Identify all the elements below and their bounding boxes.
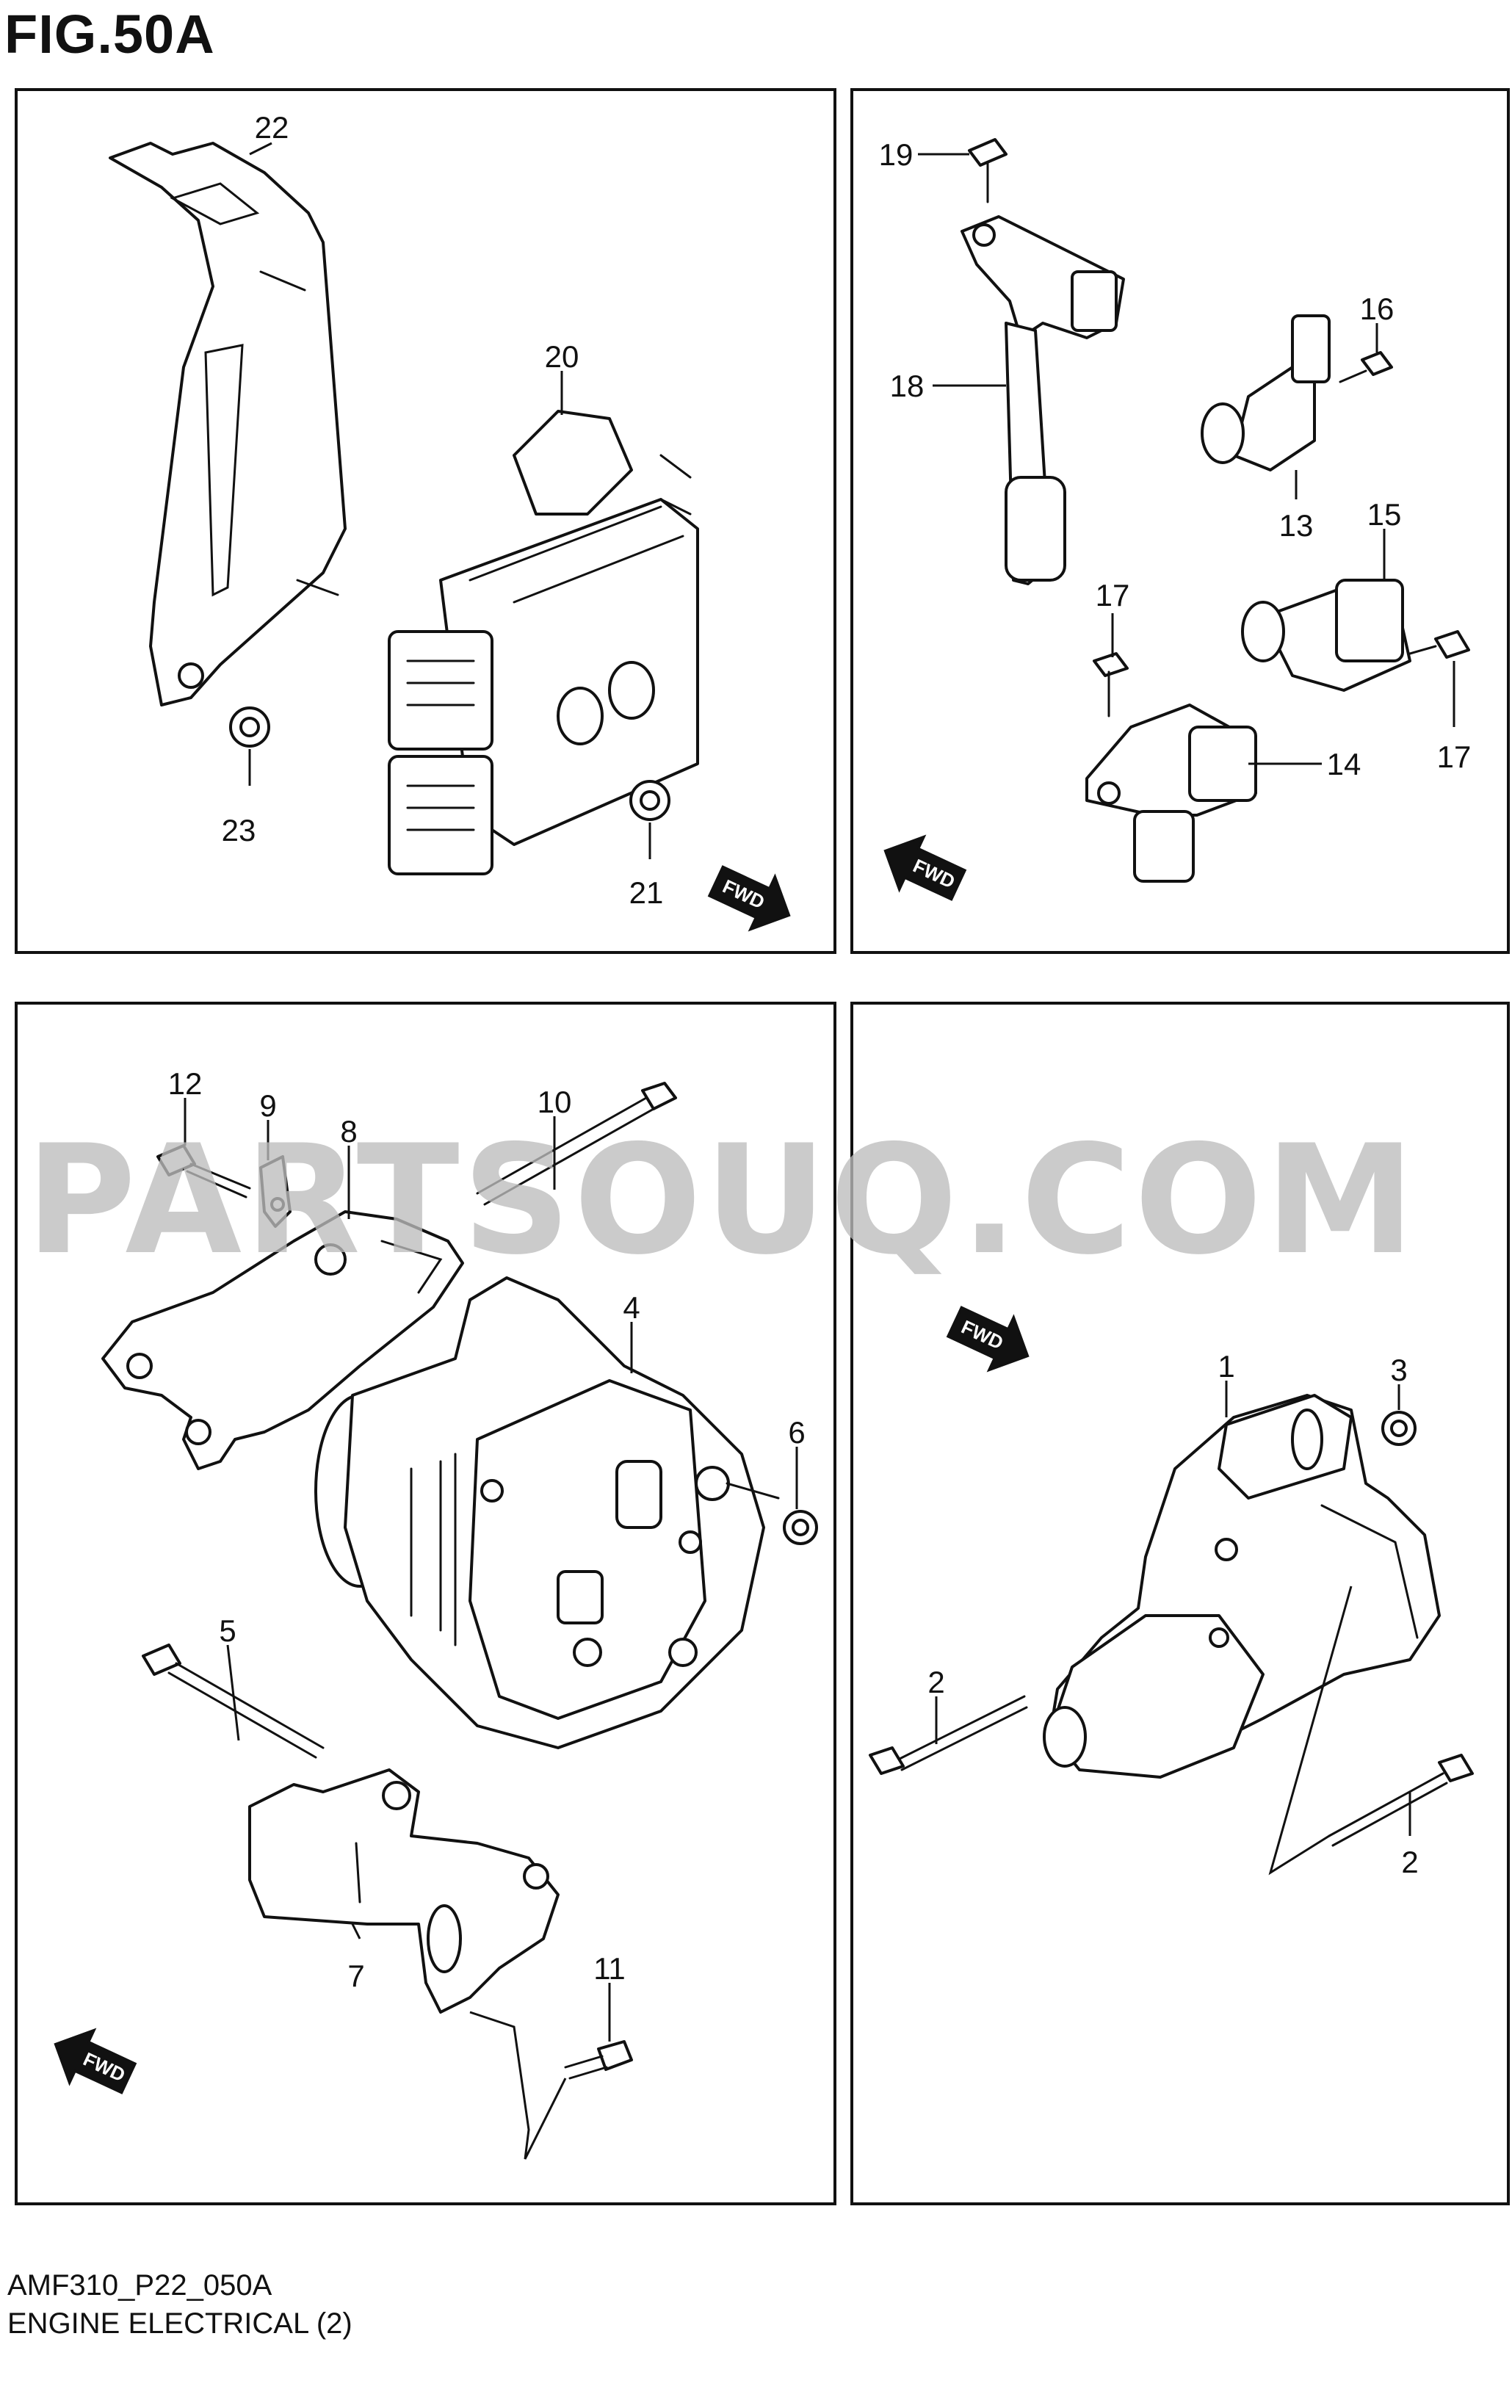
- watermark: PARTSOUQ.COM: [26, 1113, 1418, 1288]
- nut-icon: [629, 780, 670, 821]
- callout-9: 9: [259, 1088, 276, 1123]
- callout-12: 12: [168, 1066, 203, 1101]
- panel-ecu: [15, 88, 836, 954]
- bolt-icon: [1408, 630, 1470, 659]
- ignition-coil: [961, 215, 1125, 585]
- bolt-icon: [476, 1082, 677, 1206]
- callout-17a: 17: [1096, 578, 1130, 612]
- callout-10: 10: [538, 1085, 572, 1119]
- bolt-icon: [869, 1695, 1028, 1775]
- fwd-arrow-icon: FWD: [941, 1294, 1042, 1384]
- callout-16: 16: [1360, 292, 1395, 326]
- callout-21: 21: [629, 875, 664, 910]
- callout-23: 23: [222, 813, 256, 847]
- bolt-icon: [968, 138, 1008, 203]
- alternator-plate: [259, 1155, 292, 1228]
- callout-2b: 2: [1401, 1845, 1418, 1879]
- bolt-icon: [1328, 1754, 1474, 1847]
- fwd-arrow-icon: FWD: [41, 2016, 142, 2106]
- alternator-lower-bracket: [248, 1768, 560, 2014]
- callout-4: 4: [623, 1290, 640, 1325]
- callout-17b: 17: [1437, 740, 1472, 774]
- alternator-upper-bracket: [101, 1210, 464, 1470]
- panel-sensors: [850, 88, 1510, 954]
- nut-icon: [1381, 1411, 1417, 1446]
- callout-18: 18: [890, 369, 925, 403]
- figure-code: AMF310_P22_050A: [7, 2269, 272, 2302]
- callout-20: 20: [545, 339, 579, 374]
- bolt-icon: [564, 2040, 633, 2080]
- ecu-bracket: [109, 142, 347, 706]
- starter-motor: [1043, 1394, 1441, 1779]
- callout-2a: 2: [927, 1665, 944, 1699]
- fwd-arrow-icon: FWD: [871, 822, 972, 913]
- callout-8: 8: [340, 1114, 357, 1149]
- figure-name: ENGINE ELECTRICAL (2): [7, 2307, 352, 2340]
- nut-icon: [783, 1510, 818, 1545]
- callout-15: 15: [1367, 497, 1402, 532]
- bolt-icon: [156, 1144, 251, 1198]
- callout-3: 3: [1390, 1353, 1407, 1387]
- fwd-arrow-icon: FWD: [702, 853, 803, 944]
- figure-title: FIG.50A: [4, 4, 215, 65]
- vehicle-speed-sensor: [1085, 704, 1257, 883]
- bolt-icon: [142, 1644, 325, 1759]
- panel-starter: [850, 1002, 1510, 2205]
- callout-5: 5: [219, 1613, 236, 1648]
- nut-icon: [229, 706, 270, 748]
- callout-13: 13: [1279, 508, 1314, 543]
- alternator: [314, 1276, 780, 1749]
- bolt-icon: [1093, 652, 1129, 717]
- camshaft-position-sensor: [1201, 314, 1331, 471]
- callout-19: 19: [879, 137, 914, 172]
- bolt-icon: [1339, 351, 1393, 383]
- callout-14: 14: [1327, 747, 1361, 781]
- callout-1: 1: [1218, 1349, 1234, 1384]
- callout-11: 11: [593, 1951, 626, 1986]
- panel-alternator: [15, 1002, 836, 2205]
- callout-22: 22: [255, 110, 289, 145]
- ecu-module: [388, 410, 699, 875]
- crankshaft-position-sensor: [1241, 579, 1411, 692]
- callout-7: 7: [347, 1959, 364, 1993]
- callout-6: 6: [788, 1415, 805, 1450]
